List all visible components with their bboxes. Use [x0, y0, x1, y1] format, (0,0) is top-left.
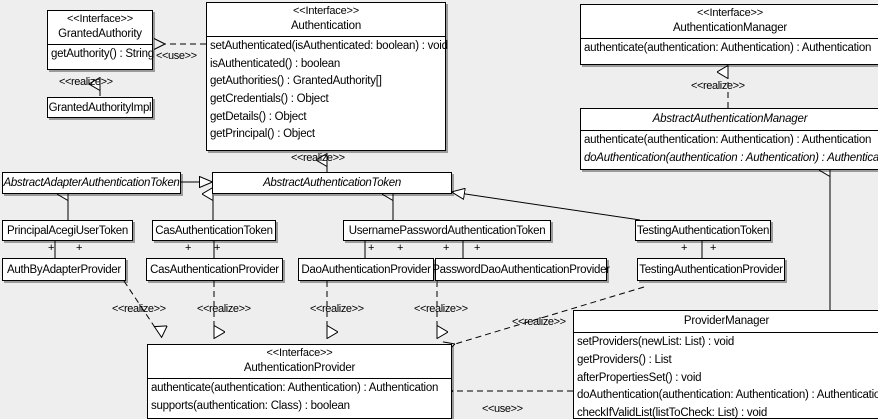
operation-row: setAuthenticated(isAuthenticated: boolea… [210, 40, 448, 53]
class-name-label: AuthenticationProvider [243, 361, 356, 374]
stereotype-label: <<Interface>> [67, 13, 133, 25]
class-password-dao-authentication-provider[interactable]: PasswordDaoAuthenticationProvider [432, 258, 610, 281]
operation-row: supports(authentication: Class) : boolea… [151, 399, 350, 412]
class-cas-authentication-provider[interactable]: CasAuthenticationProvider [146, 258, 283, 281]
operation-row: isAuthenticated() : boolean [210, 57, 341, 70]
class-name-label: AbstractAdapterAuthenticationToken [3, 177, 180, 189]
multiplicity-testing-token-right: + [710, 242, 717, 254]
operation-row: doAuthentication(authentication : Authen… [584, 151, 878, 164]
class-authentication[interactable]: <<Interface>> Authentication setAuthenti… [206, 2, 448, 151]
edge-label-realize-granted-authority-impl: <<realize>> [59, 76, 113, 88]
class-abstract-authentication-manager-header: AbstractAuthenticationManager [581, 109, 878, 130]
operations-compartment: authenticate(authentication: Authenticat… [581, 131, 878, 169]
edge-label-realize-auth-by-adapter: <<realize>> [112, 303, 166, 315]
operation-row: getPrincipal() : Object [210, 128, 315, 141]
multiplicity-cas-token-left: + [185, 242, 192, 254]
compartment-divider [581, 130, 878, 132]
edge-label-realize-abstract-auth-token: <<realize>> [291, 152, 345, 164]
class-authentication-header: <<Interface>> Authentication [207, 3, 445, 36]
multiplicity-testing-token-left: + [681, 242, 688, 254]
operation-row: getProviders() : List [577, 353, 672, 366]
edge-label-use-provider-manager: <<use>> [482, 403, 523, 415]
class-provider-manager-header: ProviderManager [574, 311, 878, 332]
edge-label-use-granted-authority: <<use>> [156, 50, 197, 62]
multiplicity-username-password-token-1: + [368, 242, 375, 254]
compartment-divider [148, 378, 451, 380]
operations-compartment: getAuthority() : String [48, 45, 154, 66]
multiplicity-username-password-token-4: + [474, 242, 481, 254]
multiplicity-principal-acegi-token-left: + [48, 242, 55, 254]
class-name-label: GrantedAuthorityImpl [48, 101, 152, 114]
compartment-divider [207, 36, 445, 38]
operation-row: getCredentials() : Object [210, 92, 329, 105]
operation-row: afterPropertiesSet() : void [577, 371, 702, 384]
class-testing-authentication-token[interactable]: TestingAuthenticationToken [635, 220, 771, 241]
class-authentication-provider[interactable]: <<Interface>> AuthenticationProvider aut… [147, 344, 452, 419]
edge-label-realize-provider-manager: <<realize>> [512, 316, 566, 328]
class-name-label: ProviderManager [683, 315, 770, 327]
multiplicity-username-password-token-3: + [443, 242, 450, 254]
class-name-label: PrincipalAcegiUserToken [7, 224, 128, 237]
operation-row: authenticate(authentication: Authenticat… [584, 134, 872, 147]
multiplicity-principal-acegi-token-right: + [76, 242, 83, 254]
class-name-label: AuthByAdapterProvider [7, 263, 121, 276]
operations-compartment: setProviders(newList: List) : void getPr… [574, 333, 878, 419]
stereotype-label: <<Interface>> [697, 7, 763, 19]
class-provider-manager[interactable]: ProviderManager setProviders(newList: Li… [573, 310, 878, 419]
class-name-label: TestingAuthenticationToken [636, 224, 770, 237]
operation-row: authenticate(authentication: Authenticat… [584, 42, 872, 55]
multiplicity-cas-token-right: + [214, 242, 221, 254]
class-principal-acegi-user-token[interactable]: PrincipalAcegiUserToken [2, 220, 133, 241]
operation-row: getDetails() : Object [210, 110, 307, 123]
stereotype-label: <<Interface>> [293, 5, 359, 17]
edge-label-realize-password-dao-provider: <<realize>> [414, 303, 468, 315]
edge-label-realize-dao-provider: <<realize>> [310, 303, 364, 315]
class-testing-authentication-provider[interactable]: TestingAuthenticationProvider [637, 258, 785, 281]
class-granted-authority-impl[interactable]: GrantedAuthorityImpl [47, 97, 153, 118]
operation-row: authenticate(authentication: Authenticat… [151, 382, 439, 395]
operation-row: getAuthority() : String [51, 48, 154, 61]
edge-label-realize-cas-provider: <<realize>> [197, 303, 251, 315]
operations-compartment: setAuthenticated(isAuthenticated: boolea… [207, 37, 448, 146]
operation-row: checkIfValidList(listToCheck: List) : vo… [577, 406, 767, 419]
class-name-label: GrantedAuthority [58, 27, 142, 40]
operation-row: getAuthorities() : GrantedAuthority[] [210, 75, 382, 88]
class-name-label: CasAuthenticationProvider [150, 263, 279, 276]
link-testingauthtoken-extends-abstractauthtoken [452, 192, 641, 221]
class-abstract-adapter-authentication-token[interactable]: AbstractAdapterAuthenticationToken [2, 172, 181, 194]
class-abstract-authentication-manager[interactable]: AbstractAuthenticationManager authentica… [580, 108, 878, 170]
class-name-label: DaoAuthenticationProvider [301, 263, 431, 276]
operations-compartment: authenticate(authentication: Authenticat… [581, 39, 878, 60]
class-authentication-provider-header: <<Interface>> AuthenticationProvider [148, 345, 451, 378]
class-name-label: UsernamePasswordAuthenticationToken [348, 224, 546, 237]
compartment-divider [581, 38, 878, 40]
class-granted-authority[interactable]: <<Interface>> GrantedAuthority getAuthor… [47, 10, 154, 70]
class-name-label: AbstractAuthenticationManager [652, 113, 808, 125]
class-username-password-authentication-token[interactable]: UsernamePasswordAuthenticationToken [343, 220, 551, 241]
class-auth-by-adapter-provider[interactable]: AuthByAdapterProvider [2, 258, 126, 281]
class-name-label: AuthenticationManager [672, 21, 788, 34]
class-name-label: Authentication [290, 19, 362, 32]
class-authentication-manager-header: <<Interface>> AuthenticationManager [581, 5, 878, 38]
compartment-divider [574, 332, 878, 334]
operation-row: doAuthentication(authentication: Authent… [577, 389, 878, 402]
class-name-label: PasswordDaoAuthenticationProvider [432, 263, 610, 276]
class-abstract-authentication-token[interactable]: AbstractAuthenticationToken [212, 172, 452, 194]
edge-label-realize-abstract-auth-manager: <<realize>> [691, 80, 745, 92]
class-authentication-manager[interactable]: <<Interface>> AuthenticationManager auth… [580, 4, 878, 65]
compartment-divider [48, 44, 152, 46]
class-cas-authentication-token[interactable]: CasAuthenticationToken [152, 220, 276, 241]
class-granted-authority-header: <<Interface>> GrantedAuthority [48, 11, 152, 44]
operation-row: setProviders(newList: List) : void [577, 336, 735, 349]
class-name-label: CasAuthenticationToken [155, 224, 273, 237]
class-name-label: TestingAuthenticationProvider [639, 263, 783, 276]
operations-compartment: authenticate(authentication: Authenticat… [148, 379, 451, 417]
class-name-label: AbstractAuthenticationToken [263, 177, 401, 189]
multiplicity-username-password-token-2: + [397, 242, 404, 254]
stereotype-label: <<Interface>> [266, 347, 333, 359]
class-dao-authentication-provider[interactable]: DaoAuthenticationProvider [298, 258, 434, 281]
